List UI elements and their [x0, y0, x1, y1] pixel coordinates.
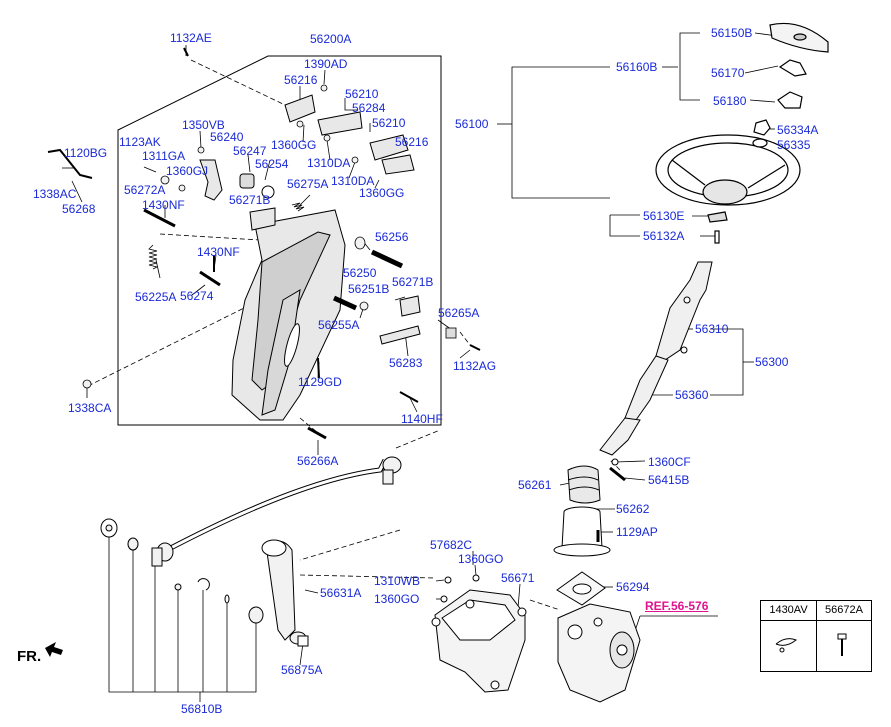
part-label: 1360GJ	[166, 164, 209, 178]
legend-col2-header: 56672A	[817, 601, 871, 621]
part-label: 56335	[777, 138, 811, 152]
part-label: 56210	[372, 116, 406, 130]
ref-link[interactable]: REF.56-576	[645, 599, 709, 613]
part-label: 1338AC	[33, 187, 77, 201]
part-label: 56272A	[124, 183, 166, 197]
part-label: 56268	[62, 202, 96, 216]
legend-icons	[775, 633, 847, 656]
part-label: 1123AK	[119, 135, 161, 149]
pedal-assembly-outline	[117, 55, 442, 426]
part-label: 56250	[343, 266, 377, 280]
part-label: 1132AG	[453, 359, 497, 373]
part-label: 1310DA	[331, 174, 375, 188]
part-label: 57682C	[430, 538, 473, 552]
hardware-small	[47, 47, 481, 440]
part-label: 1360GG	[359, 186, 405, 200]
linkage-drawing	[100, 456, 402, 647]
part-label: 56210	[345, 87, 379, 101]
part-label: 56266A	[297, 454, 339, 468]
part-label: 56310	[695, 322, 729, 336]
part-label: 56160B	[616, 60, 658, 74]
fr-arrow-icon	[45, 642, 63, 657]
part-label: 56360	[675, 388, 709, 402]
part-label: 56300	[755, 355, 789, 369]
part-label: 56216	[284, 73, 318, 87]
part-label: 1360GO	[374, 592, 420, 606]
part-label: 56130E	[643, 209, 685, 223]
part-label: 1360CF	[648, 455, 691, 469]
part-label: 56132A	[643, 229, 685, 243]
part-label: 56271B	[229, 193, 271, 207]
part-label: 56150B	[711, 26, 753, 40]
part-label: 56225A	[135, 290, 177, 304]
part-label: 56256	[375, 230, 409, 244]
part-label: 56251B	[348, 282, 390, 296]
pedal-bracket-drawing	[199, 94, 421, 421]
part-label: 56254	[255, 157, 289, 171]
legend-divider	[816, 601, 817, 671]
part-label: 56810B	[181, 702, 223, 716]
part-label: 56275A	[287, 177, 329, 191]
part-label: 56100	[455, 117, 489, 131]
part-label: 56415B	[648, 473, 690, 487]
part-label: 1390AD	[304, 57, 348, 71]
part-label: 1132AE	[170, 31, 212, 45]
part-label: 1310WB	[374, 574, 421, 588]
steering-column-drawing	[553, 261, 713, 606]
part-label: 1140HF	[401, 412, 443, 426]
part-label: 1350VB	[182, 118, 225, 132]
part-label: 1129AP	[616, 525, 658, 539]
part-label: 1338CA	[68, 401, 112, 415]
part-label: 1430NF	[197, 245, 240, 259]
leader-lines	[87, 59, 621, 611]
part-label: 56240	[210, 130, 244, 144]
part-label: 56294	[616, 580, 650, 594]
part-label: 56170	[711, 66, 745, 80]
front-direction-label: FR.	[17, 648, 42, 665]
legend-table: 1430AV 56672A	[760, 600, 872, 672]
part-label: 56271B	[392, 275, 434, 289]
part-label: 56671	[501, 571, 535, 585]
part-label: 56216	[395, 135, 429, 149]
part-label: 56284	[352, 101, 386, 115]
part-label: 1120BG	[64, 146, 108, 160]
part-label: 56875A	[281, 663, 323, 677]
part-label: 1430NF	[142, 198, 185, 212]
part-label: 56261	[518, 478, 552, 492]
legend-col1-header: 1430AV	[761, 601, 816, 621]
steering-wheel-drawing	[655, 22, 829, 244]
part-label: 56631A	[320, 586, 362, 600]
part-label: 56200A	[310, 32, 352, 46]
part-label: 56247	[233, 144, 267, 158]
part-label: 56274	[180, 289, 214, 303]
part-label: 1360GG	[271, 138, 317, 152]
part-label: 56265A	[438, 306, 480, 320]
part-label: 1311GA	[142, 149, 186, 163]
part-label: 1360GO	[458, 552, 504, 566]
part-label: 1129GD	[298, 375, 342, 389]
part-label: 56255A	[318, 318, 360, 332]
part-label: 1310DA	[307, 156, 351, 170]
part-label: 56334A	[777, 123, 819, 137]
part-label: 56180	[713, 94, 747, 108]
part-label: 56262	[616, 502, 650, 516]
gearbox-drawing	[431, 574, 641, 703]
part-label: 56283	[389, 356, 423, 370]
